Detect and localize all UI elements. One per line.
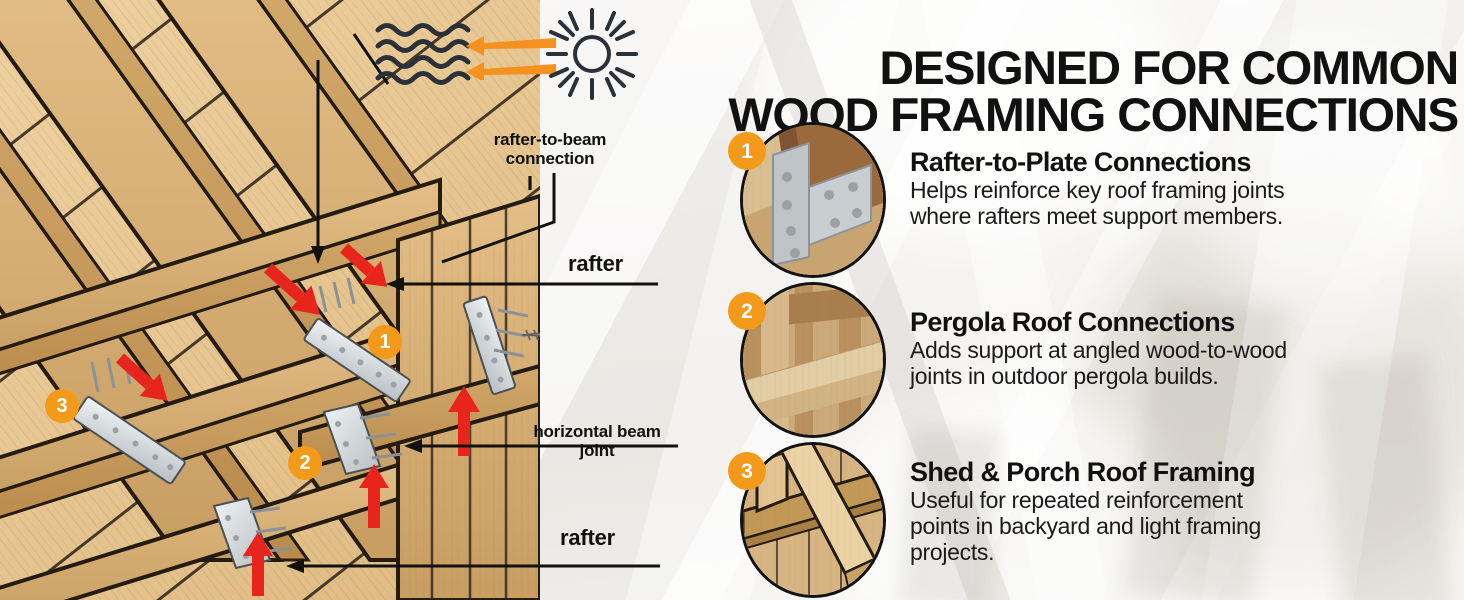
thumbnail-shed-framing xyxy=(740,442,886,598)
feature-list: 1 xyxy=(728,122,1464,598)
feature-badge-2: 2 xyxy=(728,292,766,330)
feature-thumbnail-wrap: 2 xyxy=(728,282,888,438)
feature-desc-line-1: Helps reinforce key roof framing joints xyxy=(910,177,1285,204)
callout-rafter-bottom: rafter xyxy=(560,525,616,550)
feature-desc-line-2: joints in outdoor pergola builds. xyxy=(910,363,1219,390)
feature-item: 1 xyxy=(728,122,1464,282)
feature-text: Shed & Porch Roof Framing Useful for rep… xyxy=(888,442,1464,566)
feature-desc-line-1: Adds support at angled wood-to-wood xyxy=(910,337,1287,364)
bg-blotch xyxy=(1180,40,1464,300)
feature-text: Pergola Roof Connections Adds support at… xyxy=(888,282,1464,390)
illustration-badge-3: 3 xyxy=(45,389,79,423)
feature-text: Rafter-to-Plate Connections Helps reinfo… xyxy=(888,122,1464,230)
thumbnail-pergola xyxy=(740,282,886,438)
illustration-badge-2: 2 xyxy=(288,446,322,480)
feature-desc-line-2: points in backyard and light framing xyxy=(910,513,1262,540)
page-title: DESIGNED FOR COMMON WOOD FRAMING CONNECT… xyxy=(718,44,1459,137)
callout-line-2: connection xyxy=(505,149,595,169)
feature-desc-line-1: Useful for repeated reinforcement xyxy=(910,487,1243,514)
feature-desc-line-2: where rafters meet support members. xyxy=(910,203,1283,230)
cordless-drill-icon xyxy=(521,329,540,341)
callout-rafter-to-beam: rafter-to-beam connection xyxy=(470,130,630,168)
feature-item: 2 xyxy=(728,282,1464,442)
callout-rafter-top: rafter xyxy=(568,251,624,276)
sun-icon xyxy=(546,8,638,100)
callout-horizontal-beam-joint: horizontal beam joint xyxy=(516,422,678,460)
orange-arrows-icon xyxy=(466,36,556,80)
thumbnail-metal-bracket xyxy=(740,122,886,278)
feature-title: Rafter-to-Plate Connections xyxy=(910,147,1251,177)
feature-title: Shed & Porch Roof Framing xyxy=(910,457,1256,487)
feature-badge-1: 1 xyxy=(728,132,766,170)
feature-title: Pergola Roof Connections xyxy=(910,307,1235,337)
illustration-badge-1: 1 xyxy=(368,325,402,359)
feature-badge-3: 3 xyxy=(728,452,766,490)
feature-item: 3 xyxy=(728,442,1464,598)
callout-line-1: horizontal beam xyxy=(533,422,661,441)
feature-thumbnail-wrap: 1 xyxy=(728,122,888,278)
callout-line-1: rafter-to-beam xyxy=(493,130,607,149)
feature-thumbnail-wrap: 3 xyxy=(728,442,888,598)
callout-line-2: joint xyxy=(579,441,615,461)
title-line-1: DESIGNED FOR COMMON xyxy=(879,41,1459,95)
title-line-2: WOOD FRAMING CONNECTIONS xyxy=(728,87,1459,141)
heat-waves-icon xyxy=(375,23,471,85)
callout-leader-lines xyxy=(286,33,678,573)
wood-framing-illustration xyxy=(0,0,540,600)
red-arrows xyxy=(115,243,480,596)
feature-desc-line-3: projects. xyxy=(910,538,995,565)
